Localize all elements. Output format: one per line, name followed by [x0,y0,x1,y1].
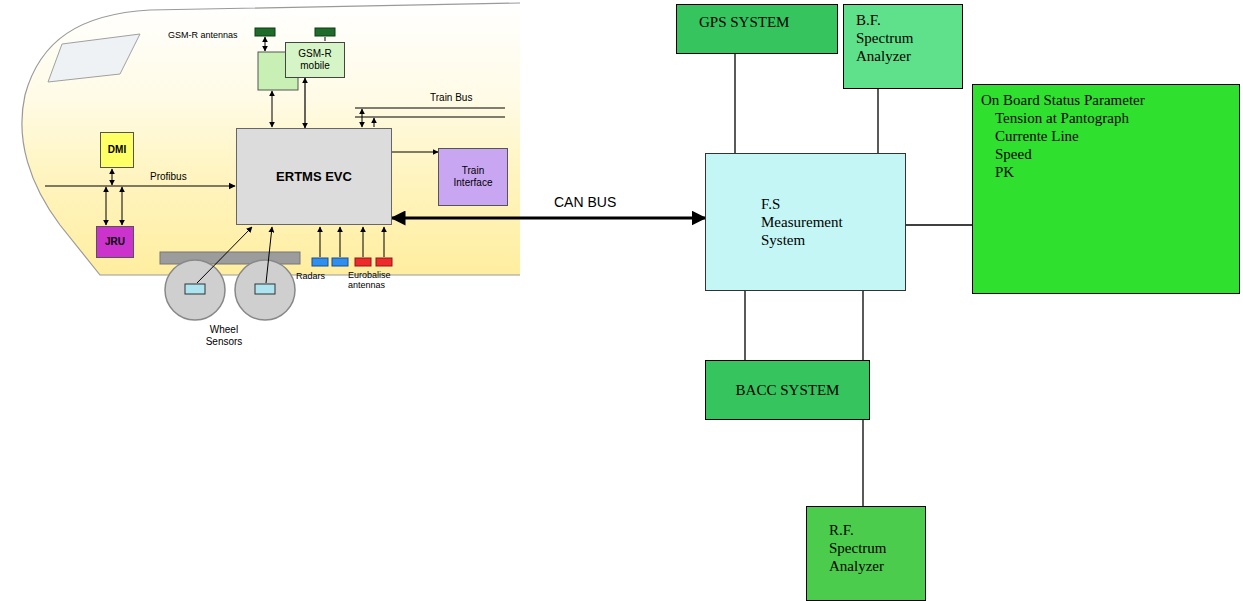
balise-wire [363,227,364,257]
node-title: Train Interface [442,165,504,189]
connector-line [906,224,972,225]
wheel [235,260,295,320]
connector-line [734,54,735,153]
gsm-r-wire [272,91,273,127]
radar-wire [340,227,341,257]
node-title: GSM-R mobile [289,48,341,72]
wheel-sensor [255,284,275,294]
bus-wire [374,118,375,127]
jru-wire [122,187,123,225]
balise-wire [384,227,385,257]
connector-line [877,89,878,153]
train-bus-line [355,107,505,108]
measurement-box: F.S Measurement System [705,153,906,291]
node-title: DMI [108,144,126,156]
wheel-sensor [185,284,205,294]
evc-box: ERTMS EVC [236,128,392,225]
node-title: F.S Measurement System [761,195,856,249]
node-title: GPS SYSTEM [699,13,789,31]
interface-box: Train Interface [438,148,508,206]
bus-name: Profibus [150,171,187,183]
node-item: Tension at Pantograph [981,109,1129,127]
connector-arrow [392,217,705,220]
mobile-box: GSM-R mobile [285,42,345,78]
analyzer-box: B.F. Spectrum Analyzer [843,4,963,89]
node-title: BACC SYSTEM [736,381,840,399]
node-title: ERTMS EVC [276,169,352,185]
connector-arrow [392,151,438,152]
analyzer-box: R.F. Spectrum Analyzer [806,506,926,601]
wheel [165,260,225,320]
radar-wire [320,227,321,257]
dmi-wire [112,169,113,185]
jru-box: JRU [96,226,134,258]
connector-label: CAN BUS [552,194,618,210]
bus-name: Train Bus [430,92,472,104]
profibus-line [45,185,235,186]
system-box: GPS SYSTEM [676,4,838,54]
eurobalise-antenna [376,258,392,266]
gsm-r-antenna [315,28,335,36]
node-title: On Board Status Parameter [981,91,1145,109]
part-name: GSM-R antennas [168,30,238,40]
eurobalise-antenna [355,258,371,266]
node-title: B.F. Spectrum Analyzer [856,11,936,65]
node-title: R.F. Spectrum Analyzer [829,521,909,575]
antenna-wire [265,37,266,51]
bus-wire [362,109,363,127]
part-name: Wheel Sensors [200,324,248,347]
train-bus-line [355,116,505,117]
system-box: BACC SYSTEM [705,360,870,420]
part-name: Eurobalise antennas [348,270,410,291]
jru-wire [106,187,107,225]
status-box: On Board Status ParameterTension at Pant… [972,84,1240,294]
bogie [160,252,300,264]
connector-arrow [304,78,305,128]
sensor-wire [197,227,252,283]
part-name: Radars [296,271,325,281]
node-item: Currente Line [981,127,1079,145]
dmi-box: DMI [100,132,134,168]
train-window [48,34,140,82]
gsm-r-antenna [255,28,275,36]
node-item: PK [981,163,1014,181]
antenna-wire [325,37,326,41]
radar [332,258,348,266]
node-item: Speed [981,145,1032,163]
radar [312,258,328,266]
node-title: JRU [105,236,125,248]
connector-line [744,291,745,360]
sensor-wire [266,227,272,283]
